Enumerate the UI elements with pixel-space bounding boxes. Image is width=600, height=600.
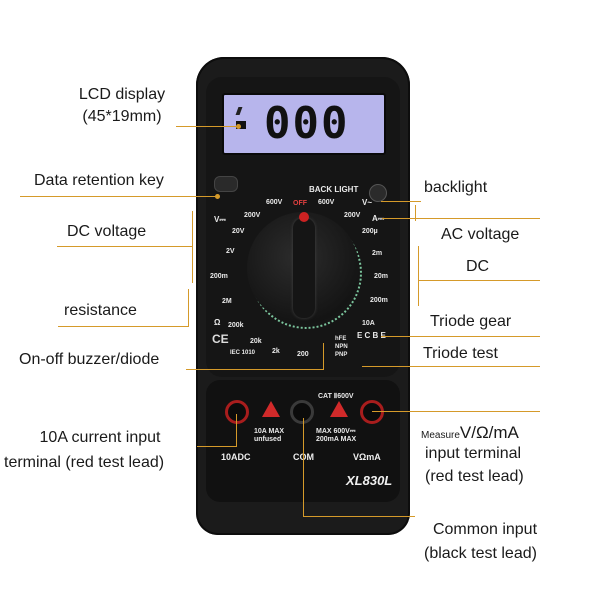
leader-buzzer-v — [323, 343, 324, 370]
callout-lcd-display: LCD display — [78, 86, 166, 103]
callout-triode-test: Triode test — [423, 345, 498, 362]
lcd-screen: 000 — [222, 93, 386, 155]
cat-rating: CAT Ⅱ600V — [318, 393, 354, 400]
leader-lcd-dot — [236, 124, 241, 129]
jack-vohm-ma[interactable] — [360, 400, 384, 424]
warning-icon-right — [330, 401, 348, 417]
callout-lcd-size: (45*19mm) — [82, 108, 162, 125]
ohm-symbol: Ω — [214, 318, 221, 327]
acv-symbol: V~ — [362, 198, 373, 207]
leader-res-h — [58, 326, 188, 327]
range-20m: 20m — [374, 273, 389, 280]
dial-pointer-icon — [299, 212, 309, 222]
leader-buzzer-h — [186, 369, 324, 370]
callout-dc-voltage: DC voltage — [67, 223, 147, 240]
leader-res-v — [188, 289, 189, 327]
callout-backlight: backlight — [424, 179, 488, 196]
callout-on-off-buzzer: On-off buzzer/diode — [19, 351, 160, 368]
range-200m-left: 200m — [210, 273, 228, 280]
callout-resistance: resistance — [64, 302, 137, 319]
range-10a: 10A — [362, 320, 375, 327]
dca-symbol: A⎓ — [372, 214, 385, 223]
model-number: XL830L — [346, 473, 393, 488]
range-200u: 200µ — [362, 228, 378, 235]
leader-10a-v — [236, 414, 237, 447]
hfe-label: hFE — [335, 336, 347, 342]
leader-ac-h — [382, 218, 540, 219]
dcv-symbol: V⎓ — [214, 215, 226, 224]
callout-measure-main: V/Ω/mA — [459, 423, 519, 442]
iec-label: IEC 1010 — [230, 350, 256, 356]
callout-common-line2: (black test lead) — [424, 545, 537, 562]
pnp-label: PNP — [335, 352, 348, 358]
callout-measure-line1: MeasureV/Ω/mA — [421, 423, 519, 446]
fuse-mid-line2: 200mA MAX — [316, 436, 357, 443]
range-2k: 2k — [272, 348, 280, 355]
callout-measure-prefix: Measure — [421, 430, 460, 441]
npn-label: NPN — [335, 344, 348, 350]
ce-mark: CE — [212, 332, 229, 346]
backlight-label: BACK LIGHT — [309, 185, 359, 194]
jack-com[interactable] — [290, 400, 314, 424]
leader-dcv-v — [192, 211, 193, 283]
leader-dcv-h — [57, 246, 192, 247]
range-20v: 20V — [232, 228, 245, 235]
leader-lcd — [176, 126, 239, 127]
jack-10a[interactable] — [225, 400, 249, 424]
leader-com-h — [303, 516, 415, 517]
range-2m: 2M — [222, 298, 232, 305]
fuse-mid-line1: MAX 600V⎓ — [316, 428, 356, 435]
leader-triode-test — [362, 366, 540, 367]
backlight-button[interactable] — [369, 184, 387, 202]
fuse-left-line1: 10A MAX — [254, 428, 285, 435]
callout-dc: DC — [466, 258, 490, 275]
callout-data-retention-key: Data retention key — [34, 172, 164, 189]
callout-current-terminal-line2: terminal (red test lead) — [4, 454, 165, 471]
callout-common-line1: Common input — [432, 521, 538, 538]
leader-dc-v — [418, 246, 419, 306]
range-200v-left: 200V — [244, 212, 261, 219]
range-600v-left: 600V — [266, 199, 283, 206]
hold-button[interactable] — [214, 176, 238, 192]
port-vma-label: VΩmA — [353, 452, 381, 462]
off-label: OFF — [293, 200, 307, 207]
leader-com-v — [303, 418, 304, 516]
leader-backlight — [381, 201, 421, 202]
callout-ac-voltage: AC voltage — [441, 226, 520, 243]
leader-dc-h — [418, 280, 540, 281]
callout-current-terminal-line1: 10A current input — [39, 429, 161, 446]
leader-10a — [197, 446, 237, 447]
lcd-digits: 000 — [264, 98, 350, 149]
leader-triode-gear — [381, 336, 540, 337]
leader-vma — [372, 411, 540, 412]
range-200: 200 — [297, 351, 309, 358]
callout-measure-line3: (red test lead) — [425, 468, 524, 485]
range-20k: 20k — [250, 338, 262, 345]
port-10adc-label: 10ADC — [221, 452, 251, 462]
callout-measure-line2: input terminal — [425, 445, 522, 462]
leader-hold-dot — [215, 194, 220, 199]
callout-triode-gear: Triode gear — [430, 313, 512, 330]
range-200k: 200k — [228, 322, 244, 329]
dial-knob-handle[interactable] — [293, 218, 315, 318]
range-2v: 2V — [226, 248, 235, 255]
fuse-left-line2: unfused — [254, 436, 282, 443]
range-2m-right: 2m — [372, 250, 383, 257]
range-600v-right: 600V — [318, 199, 335, 206]
leader-ac-v — [415, 205, 416, 221]
leader-hold — [20, 196, 218, 197]
range-200v-right: 200V — [344, 212, 361, 219]
warning-icon-left — [262, 401, 280, 417]
lightning-icon — [235, 107, 243, 115]
minus-segment-icon — [236, 121, 246, 129]
ecbe-socket-label: E C B E — [357, 331, 386, 340]
range-200m-right: 200m — [370, 297, 388, 304]
